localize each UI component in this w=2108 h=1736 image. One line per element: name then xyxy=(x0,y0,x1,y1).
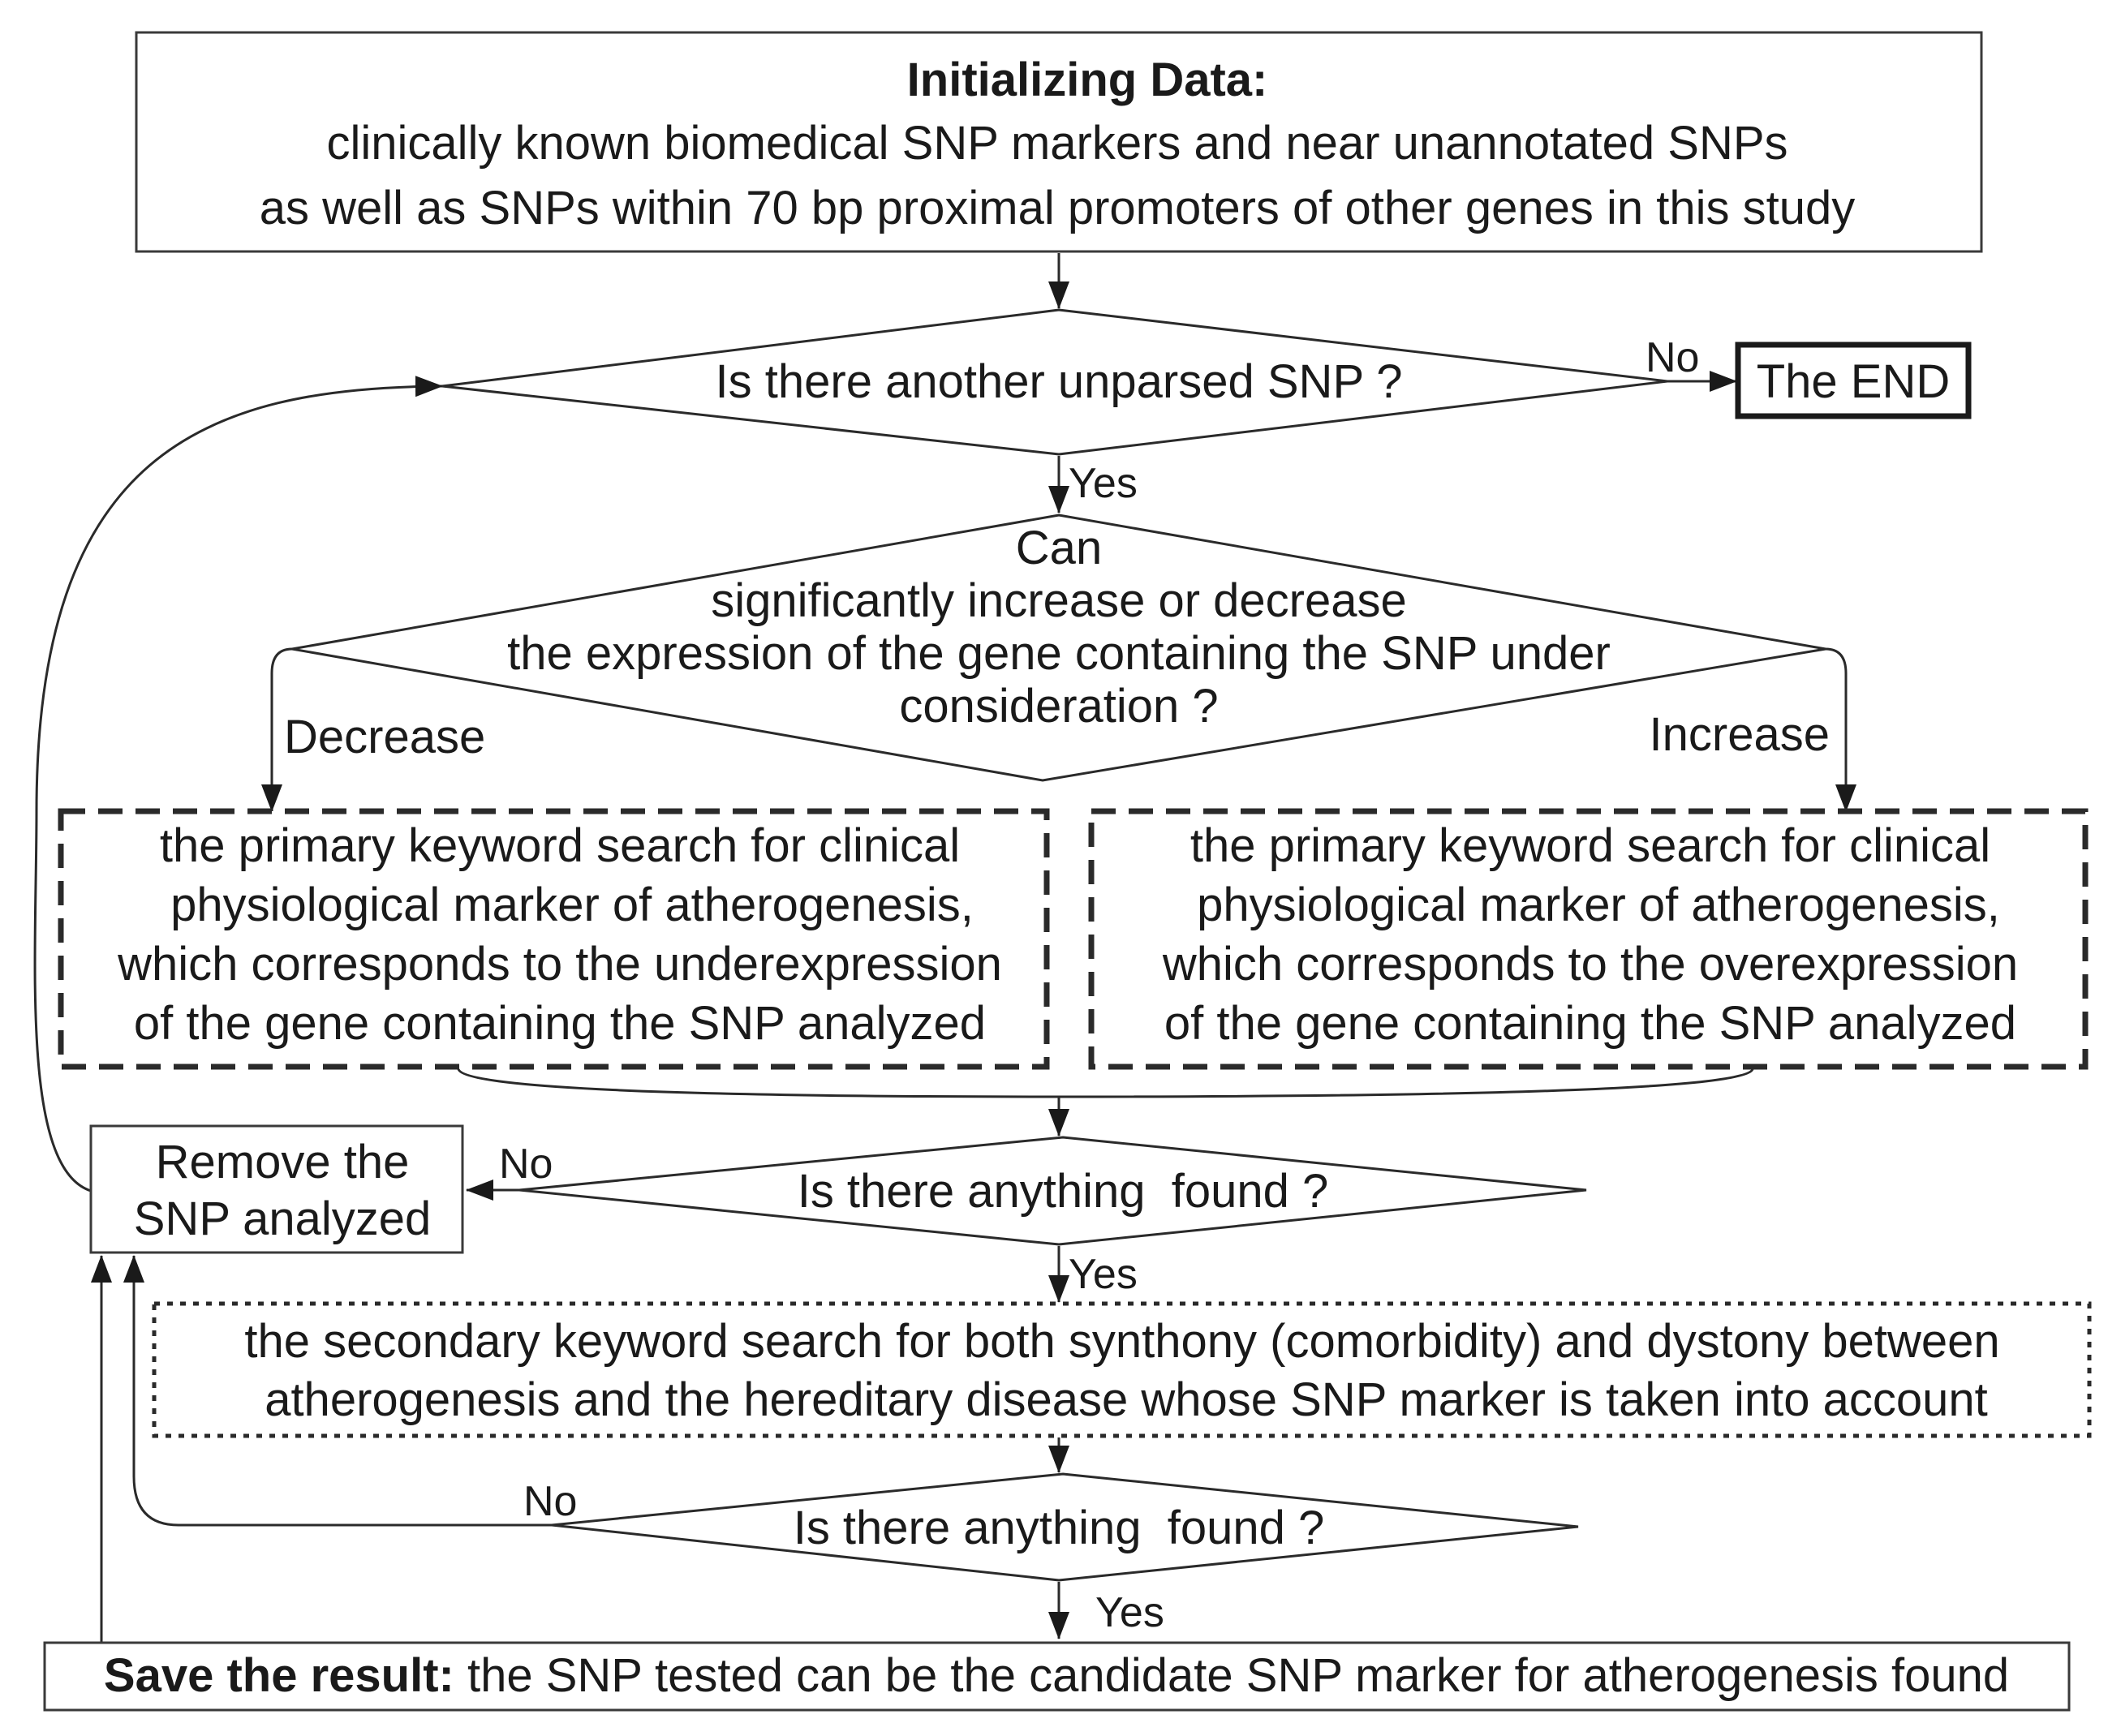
search-over-line-3: which corresponds to the overexpression xyxy=(1162,938,2018,990)
primary-search-underexpression: the primary keyword search for clinical … xyxy=(58,808,1050,1070)
arrow-found-2-to-remove xyxy=(123,1255,552,1527)
search-over-line-1: the primary keyword search for clinical xyxy=(1190,819,1990,872)
merge-curve-over xyxy=(1058,1068,1754,1098)
secondary-search-box: the secondary keyword search for both sy… xyxy=(152,1301,2092,1438)
decision-found-1: Is there anything found ? xyxy=(518,1136,1587,1246)
decision-found-2: Is there anything found ? xyxy=(551,1472,1579,1582)
decision-found-1-text: Is there anything found ? xyxy=(798,1165,1329,1218)
decision-unparsed-snp: Is there another unparsed SNP ? xyxy=(441,308,1668,456)
search-under-line-1: the primary keyword search for clinical xyxy=(160,819,960,872)
search-over-line-2: physiological marker of atherogenesis, xyxy=(1197,879,2000,931)
label-no-end: No xyxy=(1646,334,1699,381)
remove-snp-box: Remove the SNP analyzed xyxy=(89,1124,464,1254)
decision-expression: Can significantly increase or decrease t… xyxy=(291,513,1826,782)
secondary-line-2: atherogenesis and the hereditary disease… xyxy=(265,1373,1988,1426)
end-text: The END xyxy=(1757,355,1951,408)
label-yes-2: Yes xyxy=(1069,1251,1138,1298)
start-box: Initializing Data: clinically known biom… xyxy=(135,31,1983,253)
save-result-box: Save the result: the SNP tested can be t… xyxy=(43,1641,2071,1712)
secondary-line-1: the secondary keyword search for both sy… xyxy=(244,1315,1999,1368)
primary-search-overexpression: the primary keyword search for clinical … xyxy=(1088,808,2089,1070)
label-no-found-2: No xyxy=(523,1478,577,1525)
arrow-remove-to-unparsed xyxy=(33,376,443,1192)
search-under-line-3: which corresponds to the underexpression xyxy=(117,938,1002,990)
save-result-text: Save the result: the SNP tested can be t… xyxy=(104,1649,2009,1702)
label-yes-3: Yes xyxy=(1095,1589,1164,1636)
remove-line-2: SNP analyzed xyxy=(134,1192,432,1245)
search-over-line-4: of the gene containing the SNP analyzed xyxy=(1164,997,2016,1050)
label-yes-1: Yes xyxy=(1069,460,1138,507)
decision-expression-line-2: significantly increase or decrease xyxy=(711,574,1407,627)
label-no-found-1: No xyxy=(499,1141,553,1188)
search-under-line-4: of the gene containing the SNP analyzed xyxy=(134,997,986,1050)
end-box: The END xyxy=(1735,342,1972,419)
remove-line-1: Remove the xyxy=(156,1136,410,1188)
decision-expression-line-1: Can xyxy=(1016,522,1102,574)
search-under-line-2: physiological marker of atherogenesis, xyxy=(170,879,974,931)
label-decrease: Decrease xyxy=(284,711,485,763)
arrow-expression-to-over xyxy=(1825,647,1856,812)
decision-unparsed-text: Is there another unparsed SNP ? xyxy=(716,355,1403,408)
start-line-2: as well as SNPs within 70 bp proximal pr… xyxy=(260,182,1855,234)
save-result-bold: Save the result: xyxy=(104,1649,454,1702)
decision-expression-line-3: the expression of the gene containing th… xyxy=(507,627,1611,680)
merge-curve-under xyxy=(457,1068,1060,1098)
connectors xyxy=(33,253,1856,1643)
save-result-rest: the SNP tested can be the candidate SNP … xyxy=(454,1649,2009,1702)
start-title: Initializing Data: xyxy=(907,54,1268,106)
label-increase: Increase xyxy=(1650,708,1830,761)
start-line-1: clinically known biomedical SNP markers … xyxy=(326,117,1787,170)
arrow-expression-to-under xyxy=(261,647,293,812)
decision-expression-line-4: consideration ? xyxy=(899,680,1218,733)
decision-found-2-text: Is there anything found ? xyxy=(794,1502,1325,1554)
